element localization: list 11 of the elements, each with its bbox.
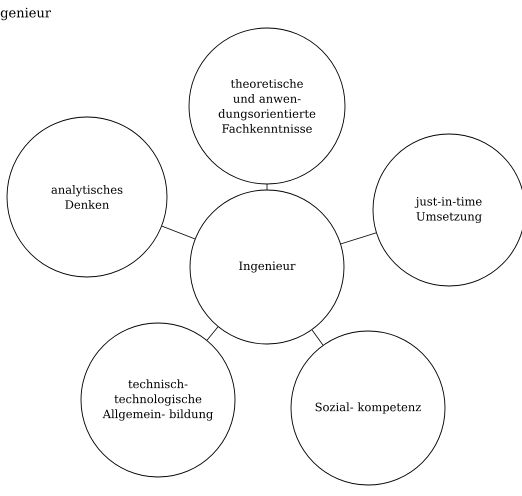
connector-line <box>340 232 376 244</box>
connector-line <box>312 330 324 346</box>
connector-line <box>206 326 218 340</box>
connector-line <box>162 226 196 240</box>
circle-node: Sozial- kompetenz <box>290 330 446 486</box>
connector-line <box>266 184 268 190</box>
circle-node: Ingenieur <box>190 190 344 344</box>
circle-node: analytisches Denken <box>6 116 168 278</box>
circle-node: theoretische und anwen- dungsorientierte Fachkenntnisse <box>188 28 346 184</box>
circle-node: technisch- technologische Allgemein- bildung <box>80 322 236 478</box>
heading-fragment: genieur <box>0 8 52 20</box>
